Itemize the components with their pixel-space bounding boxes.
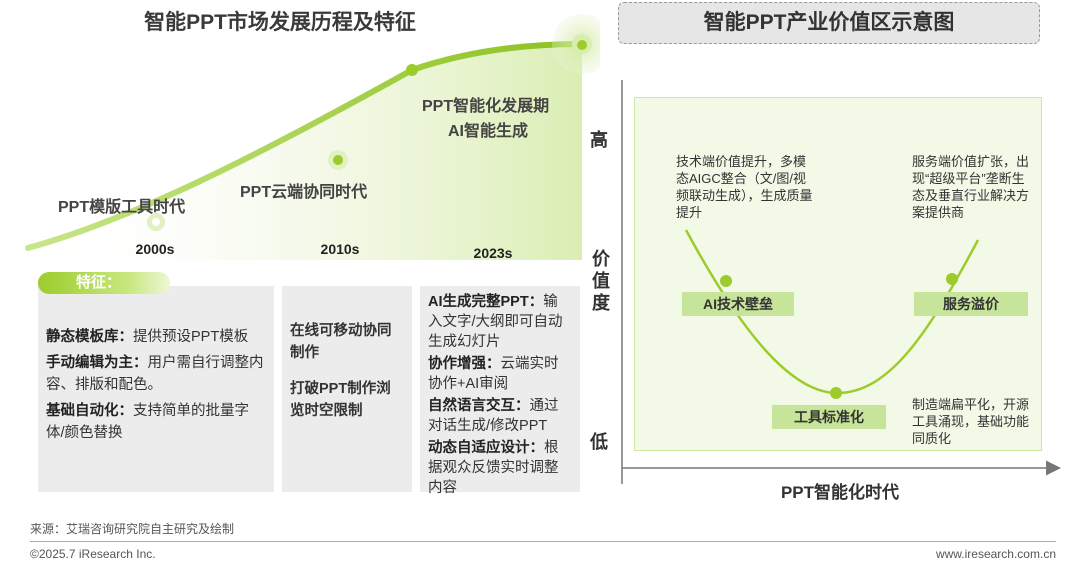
feature-item: 基础自动化：支持简单的批量字体/颜色替换 bbox=[46, 403, 249, 441]
annotation-service: 服务端价值扩张，出现“超级平台”垄断生态及垂直行业解决方案提供商 bbox=[912, 154, 1030, 220]
y-axis-low: 低 bbox=[590, 432, 608, 452]
era-label-2000: PPT模版工具时代 bbox=[58, 199, 186, 216]
feature-item: 在线可移动协同制作 bbox=[290, 323, 392, 361]
x-axis-label: PPT智能化时代 bbox=[780, 483, 900, 502]
annotation-tech: 技术端价值提升，多模态AIGC整合（文/图/视频联动生成），生成质量提升 bbox=[676, 154, 813, 220]
y-axis-label: 价值度 bbox=[592, 249, 610, 313]
curve-line bbox=[25, 41, 585, 251]
stage-tag-service-premium: 服务溢价 bbox=[914, 292, 1028, 316]
era-label-2023-line1: PPT智能化发展期 bbox=[422, 98, 550, 115]
annotation-manufacturing: 制造端扁平化，开源工具涌现，基础功能同质化 bbox=[912, 397, 1030, 446]
node-2010 bbox=[333, 155, 343, 165]
left-panel-title: 智能PPT市场发展历程及特征 bbox=[144, 11, 416, 34]
website-link[interactable]: www.iresearch.com.cn bbox=[935, 547, 1056, 561]
era-label-2023-line2: AI智能生成 bbox=[448, 123, 529, 140]
stage-tag-tool-standard: 工具标准化 bbox=[772, 405, 886, 429]
feature-box-2000s: 静态模板库：提供预设PPT模板 手动编辑为主：用户需自行调整内容、排版和配色。 … bbox=[38, 286, 274, 492]
feature-item: 静态模板库：提供预设PPT模板 bbox=[46, 329, 249, 345]
stage-tag-ai-barrier: AI技术壁垒 bbox=[682, 292, 794, 316]
curve-area-fill bbox=[28, 44, 582, 260]
feature-item: 动态自适应设计：根据观众反馈实时调整内容 bbox=[428, 440, 559, 496]
footer-divider bbox=[30, 541, 1056, 542]
year-label-2023s: 2023s bbox=[473, 245, 513, 261]
feature-box-2010s: 在线可移动协同制作 打破PPT制作浏览时空限制 bbox=[282, 286, 412, 492]
point-ai-barrier bbox=[720, 275, 732, 287]
feature-item: AI生成完整PPT：输入文字/大纲即可自动生成幻灯片 bbox=[428, 294, 563, 350]
year-label-2000s: 2000s bbox=[135, 241, 175, 257]
curve-node-2023 bbox=[406, 64, 418, 76]
feature-item: 协作增强：云端实时协作+AI审阅 bbox=[428, 356, 559, 392]
feature-tag: 特征： bbox=[38, 272, 170, 294]
node-2000 bbox=[152, 218, 160, 226]
copyright: ©2025.7 iResearch Inc. bbox=[30, 547, 156, 561]
curve-endpoint bbox=[577, 40, 587, 50]
point-service-premium bbox=[946, 273, 958, 285]
development-curve bbox=[25, 14, 600, 260]
year-label-2010s: 2010s bbox=[320, 241, 360, 257]
era-label-2010: PPT云端协同时代 bbox=[240, 184, 368, 201]
feature-box-2023s: AI生成完整PPT：输入文字/大纲即可自动生成幻灯片 协作增强：云端实时协作+A… bbox=[420, 286, 580, 496]
feature-item: 打破PPT制作浏览时空限制 bbox=[290, 381, 391, 419]
y-axis-high: 高 bbox=[590, 130, 608, 150]
feature-item: 自然语言交互：通过对话生成/修改PPT bbox=[428, 398, 559, 434]
point-tool-standard bbox=[830, 387, 842, 399]
feature-item: 手动编辑为主：用户需自行调整内容、排版和配色。 bbox=[46, 355, 264, 393]
source-note: 来源：艾瑞咨询研究院自主研究及绘制 bbox=[30, 522, 235, 536]
right-panel-title: 智能PPT产业价值区示意图 bbox=[618, 2, 1040, 44]
